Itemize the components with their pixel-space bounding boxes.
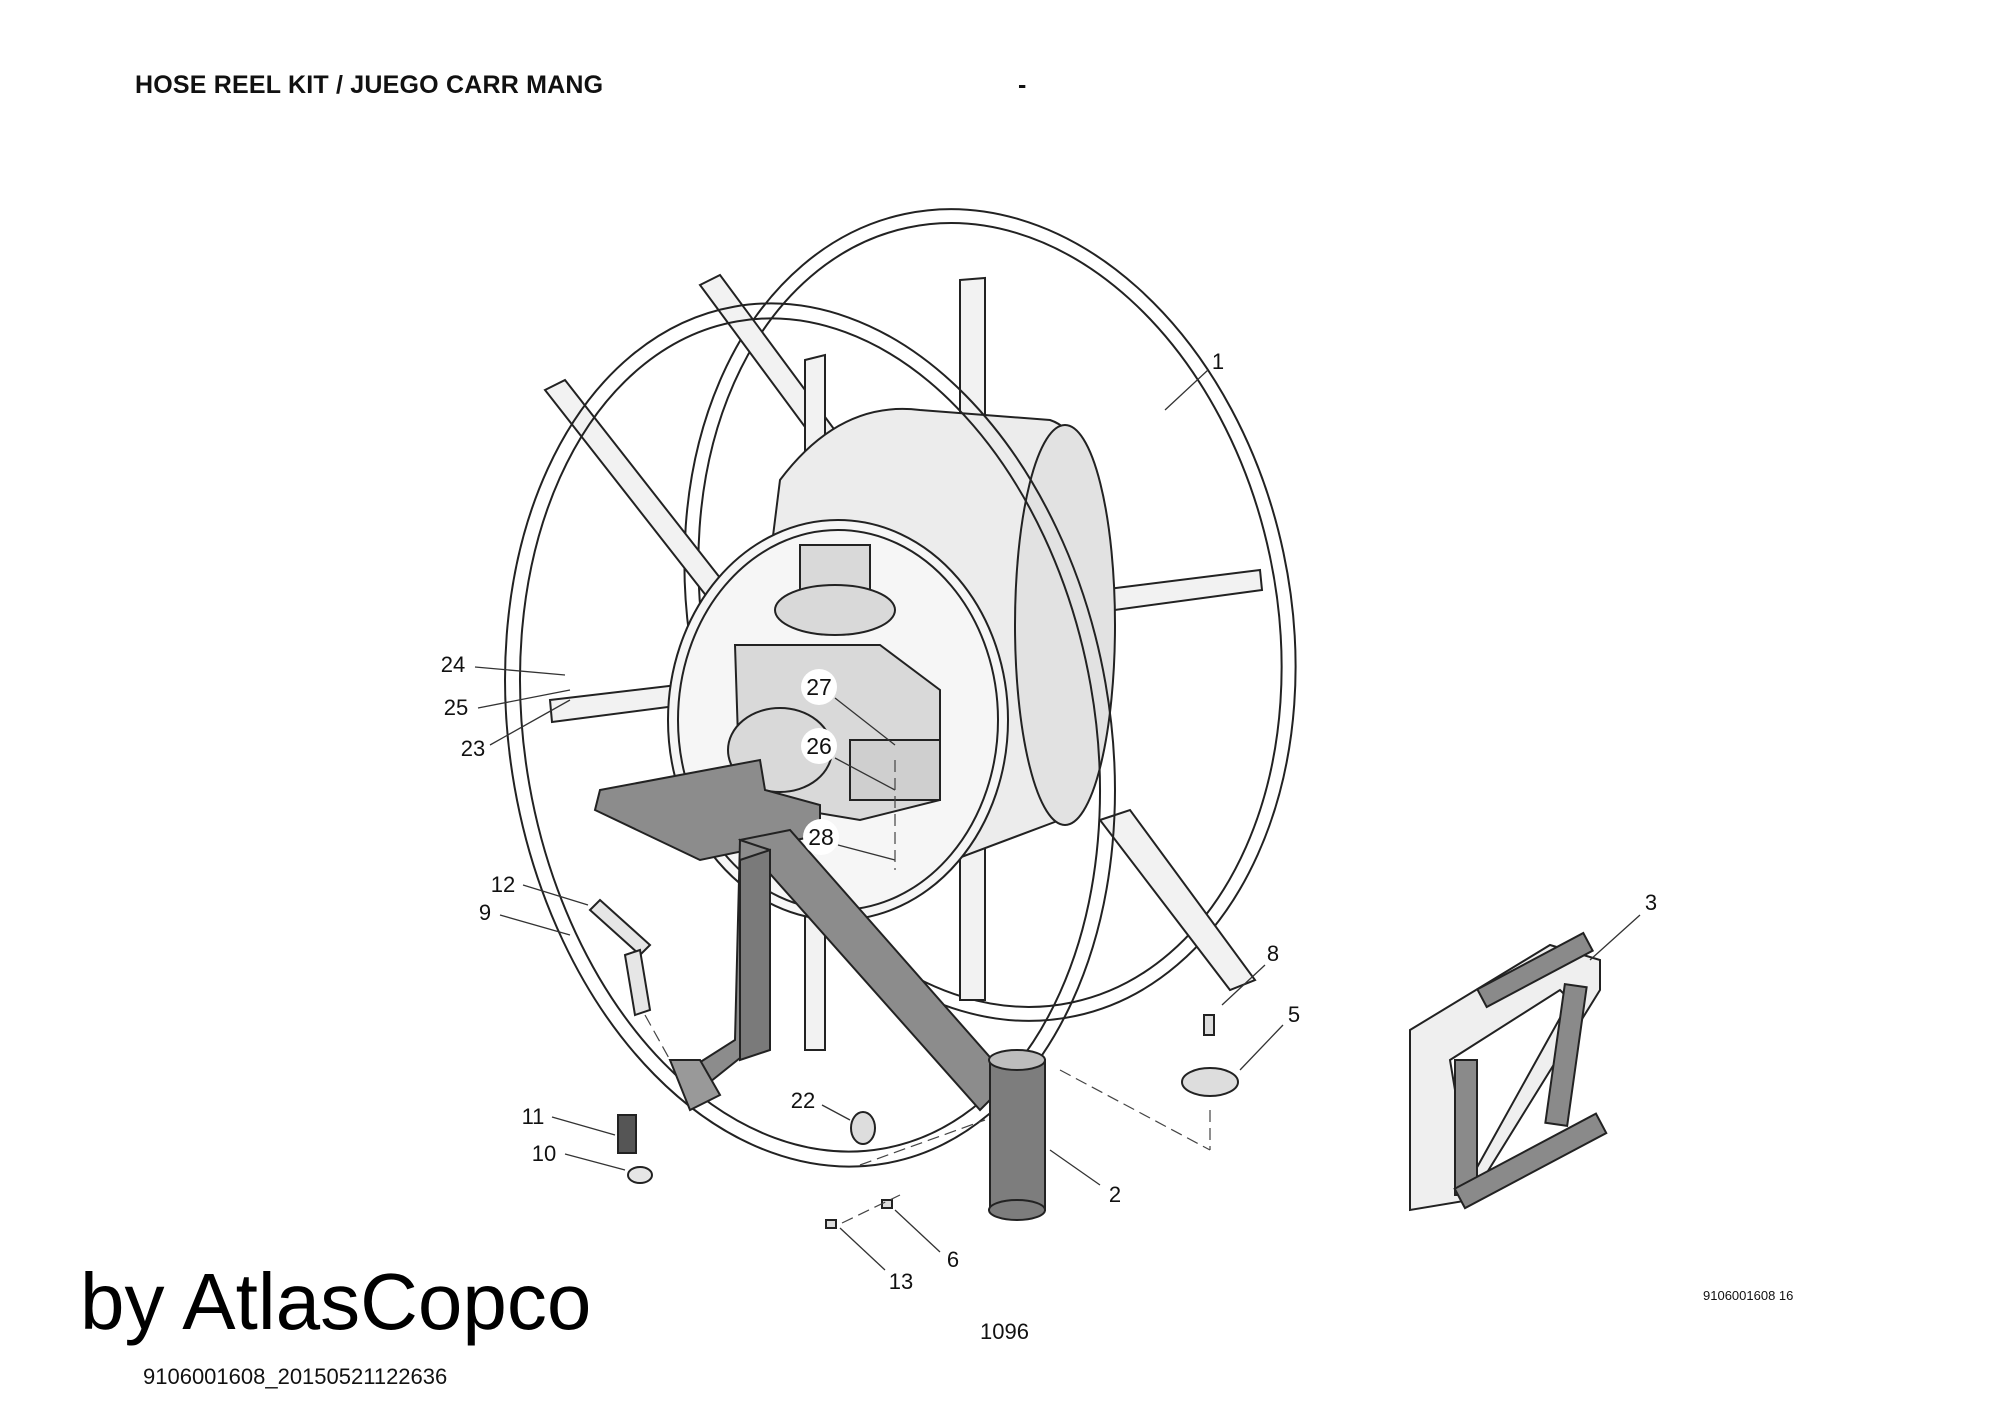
callout-6: 6 xyxy=(946,1247,960,1272)
mounting-post xyxy=(988,1049,1046,1221)
hose-guide xyxy=(1409,931,1608,1212)
callout-10: 10 xyxy=(531,1141,557,1166)
page-number: 1096 xyxy=(980,1319,1029,1344)
callout-23: 23 xyxy=(460,736,486,761)
callout-12: 12 xyxy=(490,872,516,897)
callout-26: 26 xyxy=(801,728,837,764)
callout-11: 11 xyxy=(521,1104,545,1129)
document-id: 9106001608_20150521122636 xyxy=(143,1364,448,1389)
callout-22: 22 xyxy=(790,1088,816,1113)
callout-9: 9 xyxy=(478,900,492,925)
callout-1: 1 xyxy=(1211,349,1225,374)
callout-13: 13 xyxy=(888,1269,914,1294)
callout-5: 5 xyxy=(1287,1002,1301,1027)
callout-27: 27 xyxy=(801,669,837,705)
crank-handle xyxy=(588,898,722,1184)
callout-2: 2 xyxy=(1108,1182,1122,1207)
drawing-part-number: 9106001608 16 xyxy=(1703,1288,1794,1303)
dashed-assembly-lines xyxy=(644,760,1211,1224)
callout-3: 3 xyxy=(1644,890,1658,915)
title-separator: - xyxy=(1018,71,1027,99)
leader-lines xyxy=(474,369,1641,1271)
watermark: by AtlasCopco xyxy=(80,1257,592,1346)
callout-8: 8 xyxy=(1266,941,1280,966)
callout-28: 28 xyxy=(803,819,839,855)
callout-24: 24 xyxy=(440,652,466,677)
callout-25: 25 xyxy=(443,695,469,720)
page-title: HOSE REEL KIT / JUEGO CARR MANG xyxy=(135,71,604,99)
mounting-bracket xyxy=(593,758,1012,1112)
